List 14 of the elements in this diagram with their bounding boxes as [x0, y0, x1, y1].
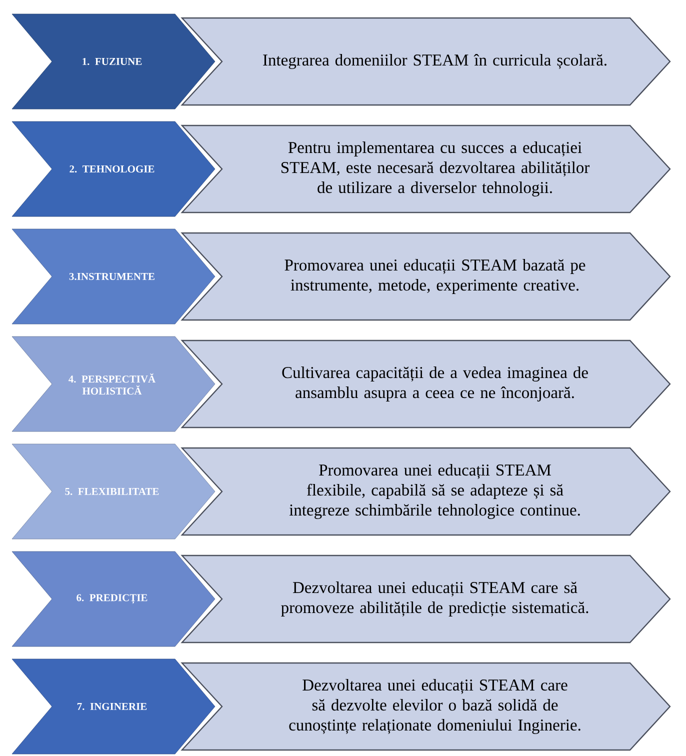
step-panel: 2. TEHNOLOGIE: [12, 121, 216, 217]
step-panel: 4. PERSPECTIVĂ HOLISTICĂ: [12, 336, 216, 432]
step-panel: 1. FUZIUNE: [12, 14, 216, 110]
step-panel: 6. PREDICȚIE: [12, 551, 216, 647]
description-panel: Promovarea unei educații STEAM bazată pe instrumente, metode, experimente creative.: [180, 232, 671, 321]
description-panel: Pentru implementarea cu succes a educației STEAM, este necesară dezvoltarea abilităților de utilizare a diverselor tehnologii.: [180, 124, 671, 214]
step-panel: 5. FLEXIBILITATE: [12, 444, 216, 540]
description-panel: Integrarea domeniilor STEAM în curricula școlară.: [180, 17, 671, 106]
description-panel: Cultivarea capacității de a vedea imaginea de ansamblu asupra a ceea ce ne înconjoară.: [180, 340, 671, 428]
step-panel: 3.INSTRUMENTE: [12, 228, 216, 324]
description-panel: Dezvoltarea unei educații STEAM care să promoveze abilitățile de predicție sistematică.: [180, 554, 671, 644]
step-panel: 7. INGINERIE: [12, 658, 216, 754]
description-panel: Dezvoltarea unei educații STEAM care să dezvolte elevilor o bază solidă de cunoștințe relaționate domeniului Inginerie.: [180, 662, 671, 751]
description-panel: Promovarea unei educații STEAM flexibile, capabilă să se adapteze și să integreze schimbările tehnologice continue.: [180, 447, 671, 536]
